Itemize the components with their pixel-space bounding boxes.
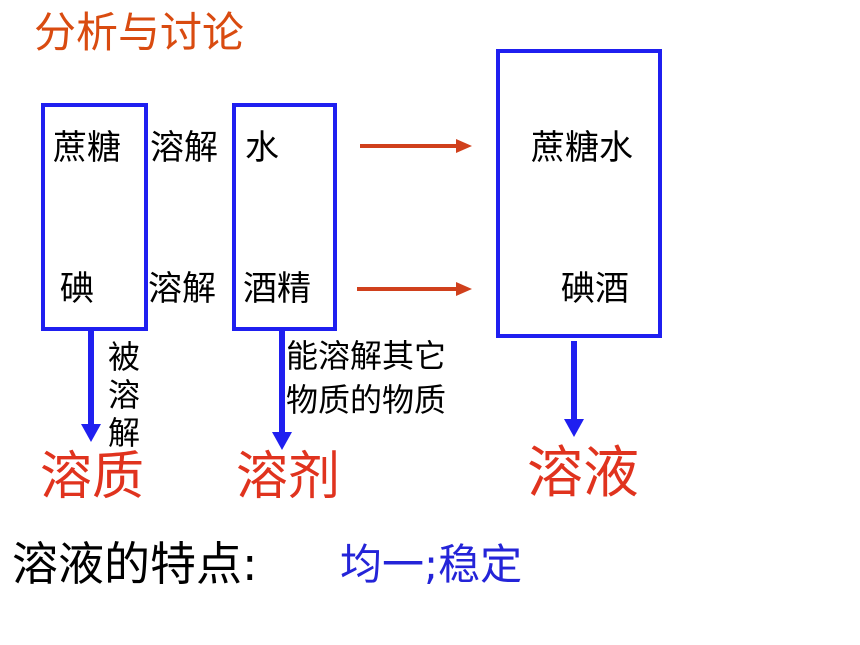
features-value: 均一;稳定 xyxy=(340,540,523,589)
term-solute: 溶质 xyxy=(40,447,145,507)
page-title: 分析与讨论 xyxy=(34,8,245,57)
solution-box xyxy=(496,49,662,338)
result-iodine-tincture: 碘酒 xyxy=(561,269,629,309)
solvent-alcohol: 酒精 xyxy=(243,269,311,309)
solute-sucrose: 蔗糖 xyxy=(53,128,121,168)
horizontal-arrow-1 xyxy=(360,139,472,153)
solvent-water: 水 xyxy=(245,128,279,168)
solvent-annotation: 能溶解其它 物质的物质 xyxy=(286,337,447,419)
result-sugar-water: 蔗糖水 xyxy=(531,128,633,168)
solute-box xyxy=(41,103,148,331)
vertical-arrow-solute xyxy=(81,331,101,442)
vertical-arrow-solution xyxy=(564,341,584,437)
vertical-arrow-solvent xyxy=(272,331,292,450)
features-label: 溶液的特点: xyxy=(12,537,258,591)
term-solution: 溶液 xyxy=(527,441,639,506)
solute-iodine: 碘 xyxy=(60,269,94,309)
solvent-box xyxy=(232,103,337,331)
term-solvent: 溶剂 xyxy=(236,447,341,507)
horizontal-arrow-2 xyxy=(357,282,472,296)
dissolve-verb-1: 溶解 xyxy=(150,128,218,168)
solute-annotation: 被溶解 xyxy=(108,338,141,452)
dissolve-verb-2: 溶解 xyxy=(148,269,216,309)
